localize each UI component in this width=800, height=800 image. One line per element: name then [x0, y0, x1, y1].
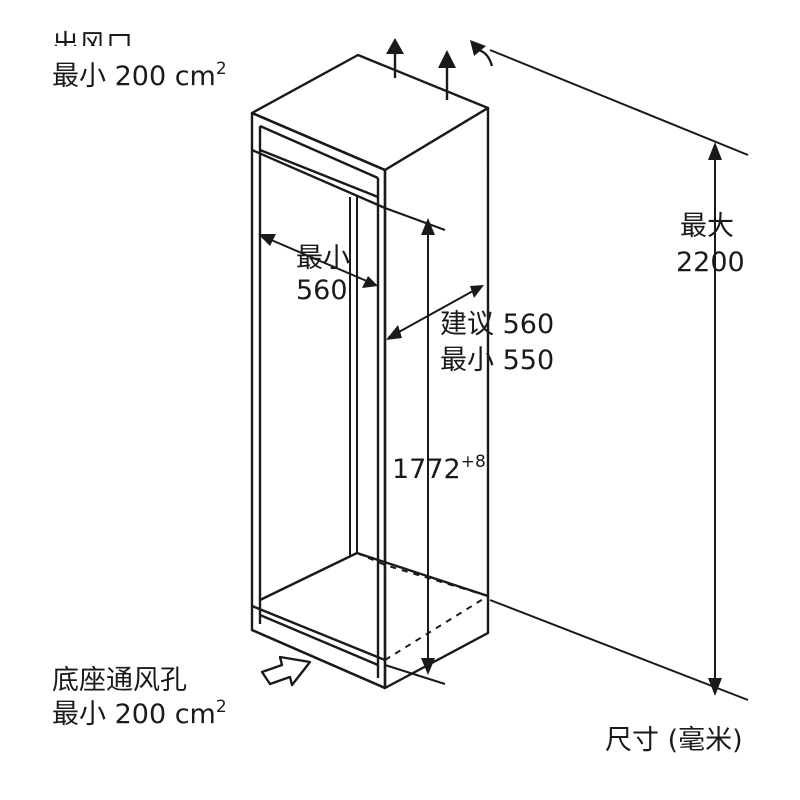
base-vent-title: 底座通风孔	[52, 665, 187, 696]
hidden-edge-dashed	[384, 595, 489, 661]
niche-height-tolerance: +8	[460, 452, 486, 472]
top-vent-arrow-2	[438, 50, 456, 100]
min-width-dimension	[258, 234, 378, 288]
top-vent-title: 出风口	[52, 30, 133, 46]
top-vent-arrow-1	[386, 38, 404, 78]
cabinet-right-panel	[383, 106, 490, 690]
base-vent-arrow	[260, 655, 312, 687]
max-height-dimension	[489, 49, 749, 701]
niche-height-label: 1772+8	[392, 452, 486, 485]
max-height-value: 2200	[676, 247, 745, 278]
depth-dimension	[386, 285, 484, 340]
top-vent-area-text: 最小 200 cm	[52, 61, 216, 92]
top-vent-area-unit-sup: 2	[215, 59, 227, 79]
units-note: 尺寸 (毫米)	[605, 725, 743, 756]
max-height-word: 最大	[680, 211, 734, 242]
base-vent-area-unit-sup: 2	[215, 697, 227, 717]
top-vent-arrow-3	[470, 40, 494, 67]
upper-shelf	[251, 111, 386, 172]
min-width-word: 最小	[296, 243, 350, 274]
depth-minimum: 最小 550	[440, 345, 555, 376]
base-vent-area: 最小 200 cm2	[52, 697, 227, 730]
base-vent-area-text: 最小 200 cm	[52, 699, 216, 730]
niche-height-dimension	[384, 207, 446, 685]
min-width-value: 560	[296, 275, 348, 306]
depth-recommended: 建议 560	[440, 309, 555, 340]
top-vent-area: 最小 200 cm2	[52, 59, 227, 92]
niche-height-value: 1772	[392, 454, 461, 485]
